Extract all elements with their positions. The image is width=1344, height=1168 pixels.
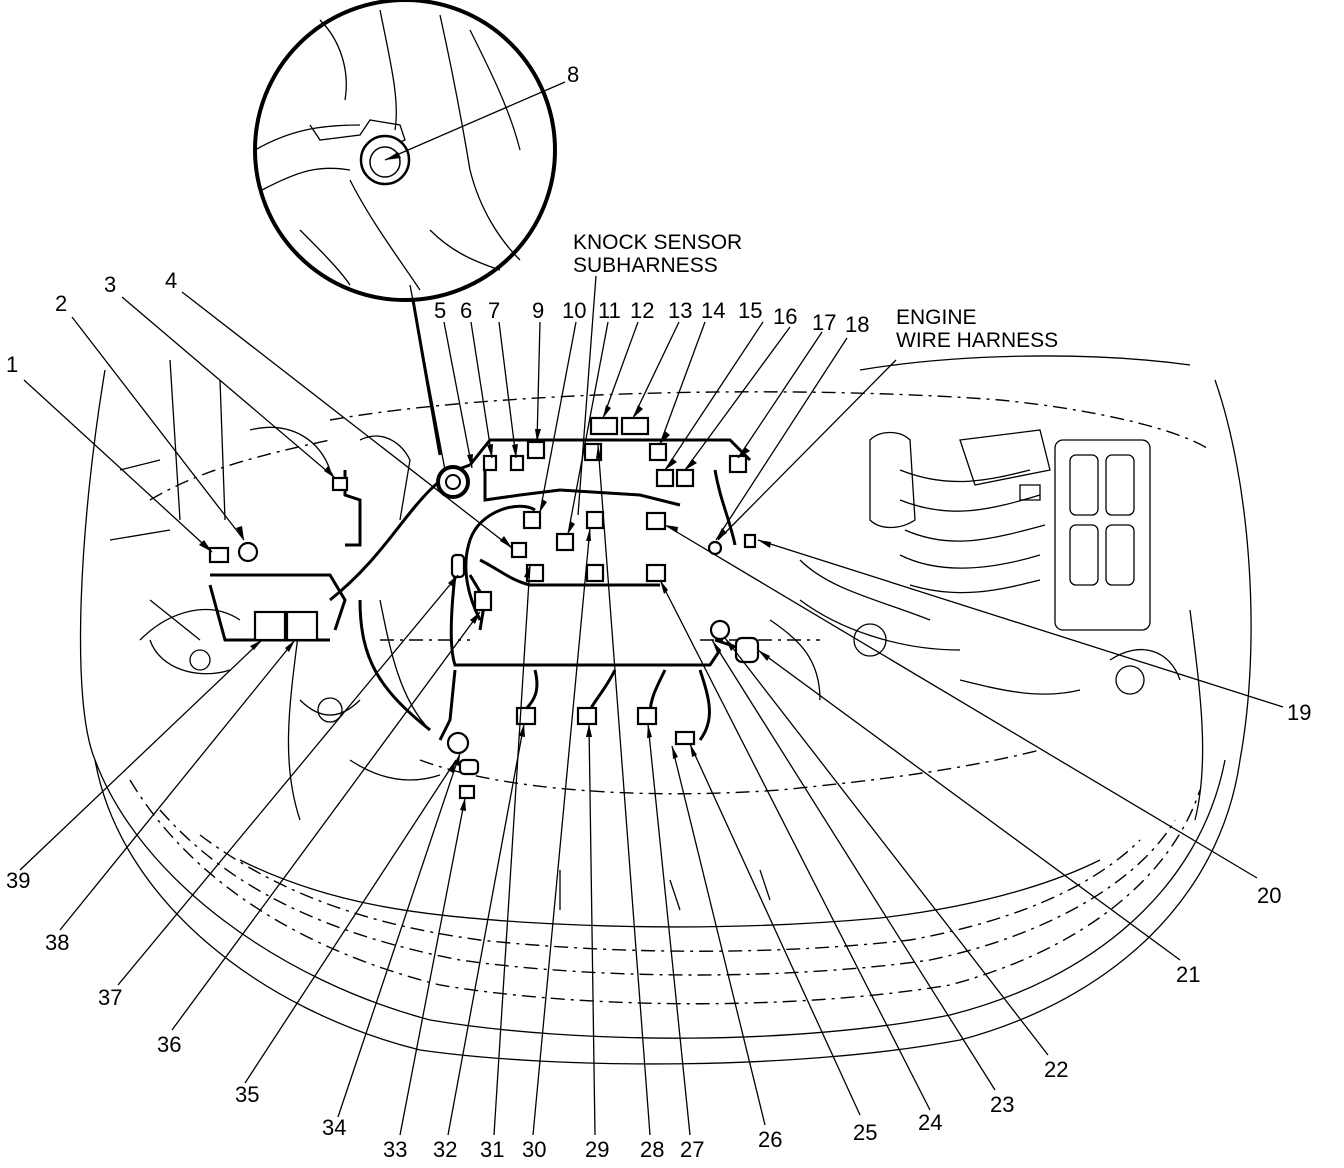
connector-17	[728, 454, 748, 474]
connector-24	[645, 563, 667, 583]
connector-25	[674, 730, 696, 746]
callout-18: 18	[845, 312, 869, 337]
connector-6	[482, 454, 498, 472]
connector-19	[743, 533, 757, 549]
callout-27: 27	[680, 1137, 704, 1162]
callout-10: 10	[562, 298, 586, 323]
callout-32: 32	[433, 1137, 457, 1162]
callout-16: 16	[773, 304, 797, 329]
callout-34: 34	[322, 1115, 346, 1140]
connector-4	[510, 541, 528, 559]
callout-39: 39	[6, 868, 30, 893]
connector-30	[515, 706, 537, 726]
callout-30: 30	[522, 1137, 546, 1162]
callout-1: 1	[6, 352, 18, 377]
connector-32	[458, 784, 476, 800]
callout-5: 5	[434, 298, 446, 323]
connector-13	[620, 416, 650, 436]
connector-27	[585, 563, 605, 583]
connector-7	[509, 454, 525, 472]
leader-arrowheads	[199, 81, 771, 811]
engine-harness-label-line2: WIRE HARNESS	[896, 329, 1058, 352]
callout-14: 14	[701, 298, 725, 323]
connector-39	[253, 610, 287, 642]
connector-1	[208, 546, 230, 564]
callout-25: 25	[853, 1120, 877, 1145]
callout-4: 4	[165, 268, 177, 293]
connector-36	[473, 590, 493, 612]
connector-20	[645, 511, 667, 531]
harness-connectors	[208, 416, 760, 800]
callout-26: 26	[758, 1127, 782, 1152]
connector-26	[636, 706, 658, 726]
callout-17: 17	[812, 310, 836, 335]
callout-7: 7	[488, 298, 500, 323]
callout-24: 24	[918, 1110, 942, 1135]
callout-11: 11	[598, 298, 621, 323]
callout-28: 28	[640, 1137, 664, 1162]
connector-3	[331, 476, 349, 492]
connector-28	[585, 510, 605, 530]
callout-numbers: 1 2 3 4 5 6 7 8 9 10 11 12 13 14 15 16 1…	[6, 62, 1311, 1162]
connector-11	[555, 532, 575, 552]
connector-16b	[675, 468, 695, 488]
connector-15	[648, 442, 668, 462]
callout-6: 6	[460, 298, 472, 323]
connector-22	[709, 619, 731, 641]
callout-2: 2	[55, 291, 67, 316]
connector-34	[446, 731, 470, 755]
connector-16a	[655, 468, 675, 488]
callout-12: 12	[630, 298, 654, 323]
callout-37: 37	[98, 985, 122, 1010]
callout-33: 33	[383, 1137, 407, 1162]
leader-lines	[19, 291, 1284, 1136]
callout-3: 3	[104, 272, 116, 297]
callout-31: 31	[480, 1137, 504, 1162]
engine-harness-label-line1: ENGINE	[896, 306, 977, 329]
vehicle-body-outline	[79, 355, 1252, 1065]
callout-20: 20	[1257, 883, 1281, 908]
callout-29: 29	[585, 1137, 609, 1162]
connector-10	[522, 510, 542, 530]
connector-38	[285, 610, 319, 642]
connector-29	[576, 706, 598, 726]
connector-21	[734, 636, 760, 664]
connector-2	[237, 541, 259, 563]
callout-38: 38	[45, 930, 69, 955]
left-components-sketch	[149, 359, 441, 781]
callout-9: 9	[532, 298, 544, 323]
detail-magnifier	[253, 0, 557, 471]
knock-sensor-label-line2: SUBHARNESS	[573, 254, 718, 277]
callout-15: 15	[738, 298, 762, 323]
callout-35: 35	[235, 1082, 259, 1107]
connector-35	[450, 553, 466, 579]
connector-18	[707, 540, 723, 556]
callout-22: 22	[1044, 1057, 1068, 1082]
captions: KNOCK SENSOR SUBHARNESS ENGINE WIRE HARN…	[573, 231, 1058, 516]
knock-sensor-label-line1: KNOCK SENSOR	[573, 231, 742, 254]
callout-19: 19	[1287, 700, 1311, 725]
callout-23: 23	[990, 1092, 1014, 1117]
callout-13: 13	[668, 298, 692, 323]
connector-9	[526, 440, 546, 460]
callout-21: 21	[1176, 962, 1200, 987]
callout-8: 8	[567, 62, 579, 87]
connector-33	[458, 758, 480, 776]
engine-components-sketch	[769, 429, 1151, 701]
callout-36: 36	[157, 1032, 181, 1057]
connector-12	[589, 416, 619, 436]
